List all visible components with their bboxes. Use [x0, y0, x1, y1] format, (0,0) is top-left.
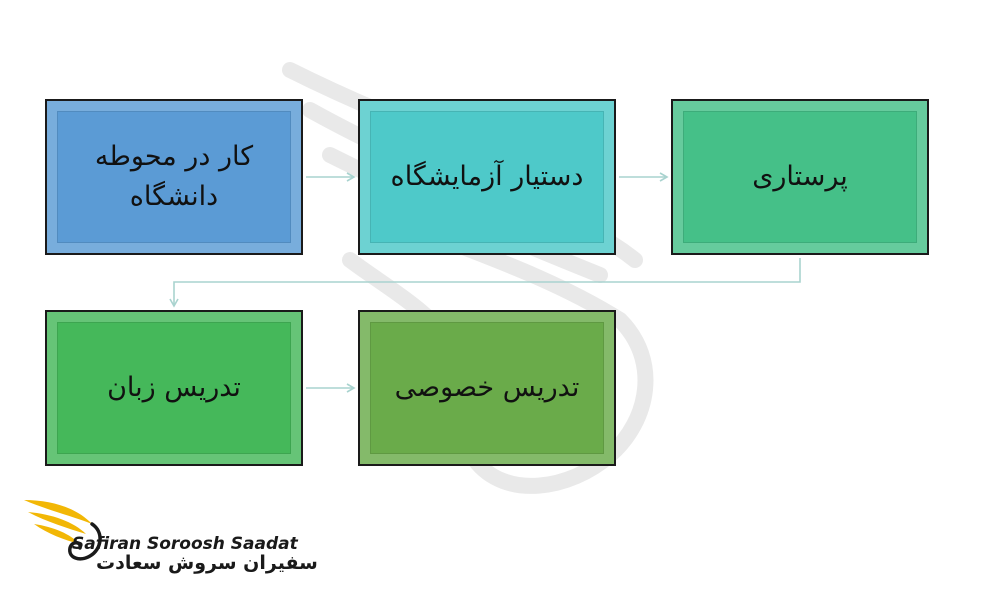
arrow-nursing-to-language: [169, 258, 801, 308]
box-lab-assistant: دستیار آزمایشگاه: [358, 99, 616, 255]
company-logo-icon: [24, 500, 102, 561]
box-nursing: پرستاری: [671, 99, 929, 255]
logo-name-english: Safiran Soroosh Saadat: [72, 534, 298, 554]
logo-name-persian: سفیران سروش سعادت: [96, 552, 318, 574]
box-private-tutoring-label: تدریس خصوصی: [394, 372, 580, 403]
box-language-teaching: تدریس زبان: [45, 310, 303, 466]
box-campus-work-label: کار در محوطه دانشگاه: [94, 141, 254, 212]
box-language-teaching-label: تدریس زبان: [107, 372, 241, 403]
logo-wing-icon: [24, 500, 102, 561]
box-private-tutoring: تدریس خصوصی: [358, 310, 616, 466]
box-lab-assistant-label: دستیار آزمایشگاه: [390, 161, 584, 192]
box-nursing-label: پرستاری: [752, 161, 848, 192]
box-campus-work: کار در محوطه دانشگاه: [45, 99, 303, 255]
